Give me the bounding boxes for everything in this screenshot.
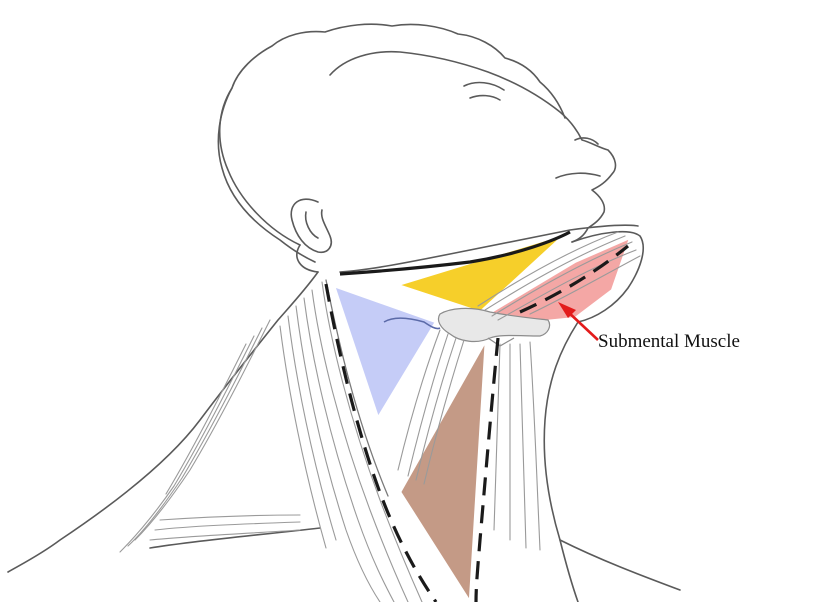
hair-lower-outline [218, 88, 315, 262]
submental-muscle-label: Submental Muscle [598, 331, 740, 352]
mouth [556, 173, 600, 178]
shoulder-right [560, 540, 680, 590]
neck-front-outline [544, 322, 578, 602]
trapezius-muscle [120, 320, 300, 552]
eyelid [464, 83, 504, 90]
face-outline [330, 52, 615, 242]
ear-inner [306, 212, 318, 238]
neck-back-outline [8, 272, 318, 572]
eye [470, 96, 500, 100]
hair-outline [220, 24, 565, 245]
